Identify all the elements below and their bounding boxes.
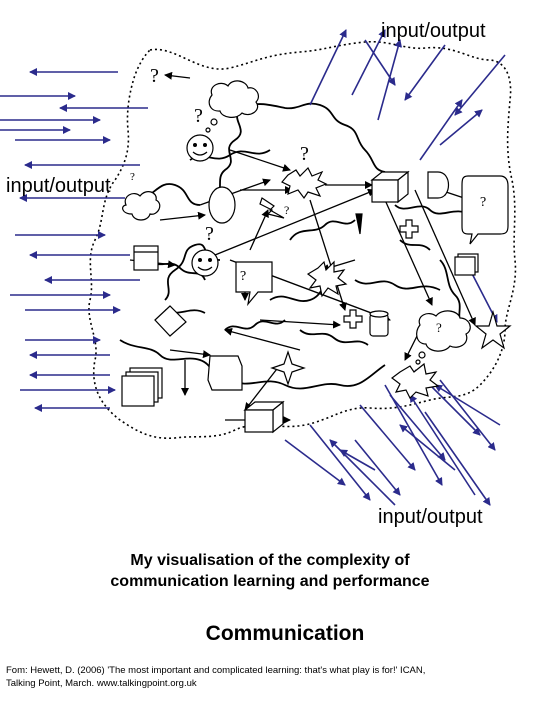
speech-bubble-center bbox=[235, 261, 273, 307]
thought-cloud-left bbox=[122, 191, 161, 221]
d-shape bbox=[427, 171, 450, 199]
io-label-left: input/output bbox=[6, 175, 111, 197]
io-arrow-top-5 bbox=[404, 44, 446, 101]
thought-cloud-right bbox=[416, 310, 471, 352]
question-mark: ? bbox=[205, 223, 214, 245]
caption: My visualisation of the complexity of co… bbox=[0, 550, 540, 592]
io-arrow-bottom-10 bbox=[284, 439, 346, 486]
source-line-2: Talking Point, March. www.talkingpoint.o… bbox=[6, 678, 197, 689]
folded-shape bbox=[207, 355, 243, 391]
lightning-shape bbox=[259, 197, 285, 219]
oval-shape-left bbox=[208, 186, 236, 224]
smiley-face-top bbox=[186, 134, 214, 162]
io-arrow-bottom-7 bbox=[389, 394, 446, 461]
explosion-shape-top bbox=[281, 166, 328, 200]
source-citation: Fom: Hewett, D. (2006) 'The most importa… bbox=[6, 664, 531, 690]
cross-shape-right bbox=[399, 219, 419, 239]
inner-network bbox=[119, 102, 471, 390]
io-arrow-bottom-3 bbox=[424, 411, 491, 506]
io-arrow-bottom-8 bbox=[309, 424, 371, 501]
smiley-face-center bbox=[191, 249, 219, 277]
symbols bbox=[121, 80, 512, 434]
thought-cloud-top bbox=[208, 80, 260, 118]
io-arrow-top-2 bbox=[351, 29, 386, 96]
io-arrows bbox=[0, 29, 506, 506]
spiky-shape bbox=[306, 260, 348, 298]
cube-bottom bbox=[243, 400, 285, 434]
question-mark: ? bbox=[480, 195, 486, 210]
io-arrow-bottom-13 bbox=[359, 404, 416, 471]
io-label-top: input/output bbox=[381, 20, 486, 42]
io-arrow-top-7 bbox=[439, 109, 483, 146]
io-arrow-bottom-12 bbox=[339, 449, 376, 471]
star-shape-right bbox=[474, 309, 512, 350]
io-arrow-bottom-11 bbox=[354, 439, 401, 496]
question-mark: ? bbox=[150, 65, 159, 87]
io-arrow-bottom-2 bbox=[409, 394, 476, 496]
io-arrow-top-3 bbox=[377, 39, 403, 121]
diamond-shape bbox=[154, 305, 187, 337]
io-arrow-top-1 bbox=[309, 29, 347, 106]
io-arrow-bottom-5 bbox=[439, 379, 496, 451]
question-mark: ? bbox=[300, 143, 309, 165]
question-mark: ? bbox=[240, 269, 246, 284]
question-mark: ? bbox=[284, 203, 289, 217]
io-arrow-bottom-4 bbox=[434, 384, 501, 426]
io-arrow-top-4 bbox=[364, 39, 396, 86]
star-shape-bottom bbox=[270, 350, 306, 386]
io-label-bottom: input/output bbox=[378, 506, 483, 528]
io-arrow-top-6 bbox=[419, 99, 463, 161]
question-mark: ? bbox=[130, 171, 135, 183]
window-icon bbox=[133, 245, 159, 271]
io-arrow-bottom-1 bbox=[384, 384, 443, 486]
question-mark: ? bbox=[436, 320, 442, 335]
caption-line-2: communication learning and performance bbox=[110, 573, 430, 590]
source-line-1: Fom: Hewett, D. (2006) 'The most importa… bbox=[6, 665, 426, 676]
io-arrow-top-8 bbox=[454, 54, 506, 116]
io-arrow-bottom-14 bbox=[399, 424, 456, 471]
speech-bubble-right bbox=[461, 175, 509, 245]
spike-shape bbox=[355, 213, 363, 235]
question-marks: ? ? ? ? ? ? ? ? ? bbox=[130, 65, 486, 335]
cube-top-right bbox=[370, 170, 410, 204]
caption-line-1: My visualisation of the complexity of bbox=[130, 552, 410, 569]
document-stack-right bbox=[454, 253, 479, 276]
explosion-shape-bottom bbox=[391, 362, 440, 400]
heading: Communication bbox=[205, 622, 365, 645]
complexity-diagram: ? ? ? ? ? ? ? ? ? bbox=[0, 29, 517, 506]
cross-shape-center bbox=[343, 309, 363, 329]
question-mark: ? bbox=[194, 105, 203, 127]
document-stack-left bbox=[121, 367, 163, 407]
